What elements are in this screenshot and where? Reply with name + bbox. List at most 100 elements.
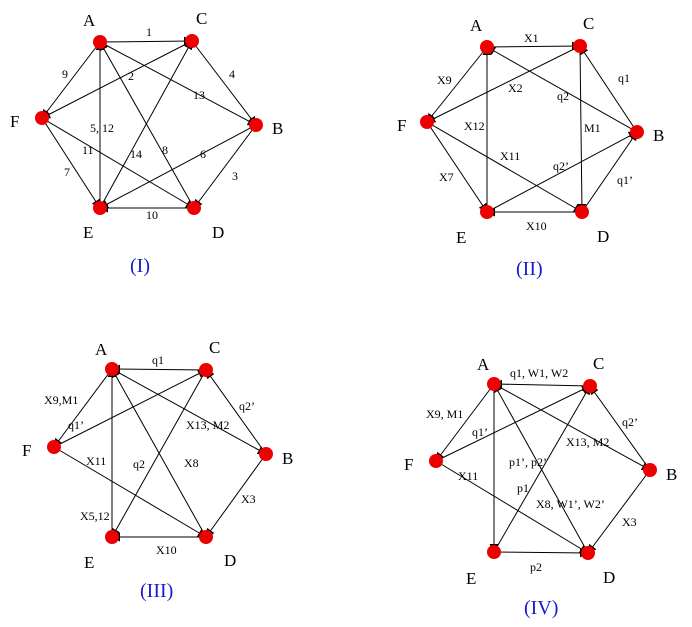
edge-label: q2’ bbox=[239, 399, 255, 413]
edge-label: X12 bbox=[464, 119, 485, 133]
edge-label: X5,12 bbox=[80, 509, 110, 523]
edge-e-b bbox=[486, 131, 638, 213]
node-a bbox=[487, 377, 501, 391]
node-c bbox=[583, 379, 597, 393]
node-label: B bbox=[272, 119, 283, 138]
node-e bbox=[480, 205, 494, 219]
edge-label: p1 bbox=[517, 481, 529, 495]
panel-caption: (I) bbox=[130, 255, 150, 277]
panel-4-edges bbox=[435, 379, 651, 558]
node-label: B bbox=[282, 449, 293, 468]
edge-label: X3 bbox=[241, 492, 256, 506]
node-c bbox=[199, 363, 213, 377]
edge-label: X13, M2 bbox=[566, 435, 609, 449]
node-c bbox=[573, 39, 587, 53]
panel-1-edges bbox=[41, 36, 257, 213]
edge-label: X9, M1 bbox=[426, 407, 463, 421]
edge-a-c bbox=[99, 36, 193, 46]
edge-label: X9,M1 bbox=[44, 393, 78, 407]
edge-f-d bbox=[426, 121, 583, 213]
edge-label: q1’ bbox=[68, 418, 84, 432]
panel-4-node-labels: A C B D E F bbox=[404, 354, 677, 588]
node-f bbox=[47, 440, 61, 454]
node-label: A bbox=[95, 340, 108, 359]
edge-label: X1 bbox=[524, 31, 539, 45]
node-b bbox=[630, 125, 644, 139]
edge-label: X2 bbox=[508, 81, 523, 95]
edge-label: 8 bbox=[162, 143, 168, 157]
edge-label: X7 bbox=[439, 170, 454, 184]
edge-label: 4 bbox=[229, 67, 235, 81]
edge-label: X13, M2 bbox=[186, 418, 229, 432]
edge-c-a bbox=[111, 364, 207, 374]
edge-a-f bbox=[435, 383, 495, 462]
edge-d-a bbox=[99, 41, 195, 209]
edge-c-f bbox=[426, 45, 581, 123]
node-label: A bbox=[470, 16, 483, 35]
node-d bbox=[199, 530, 213, 544]
panel-1-nodes bbox=[35, 34, 263, 215]
node-label: D bbox=[603, 568, 615, 587]
node-d bbox=[575, 205, 589, 219]
edge-label: q1 bbox=[618, 71, 630, 85]
edge-label: X3 bbox=[622, 515, 637, 529]
node-label: F bbox=[404, 455, 413, 474]
edge-label: 1 bbox=[146, 25, 152, 39]
edge-label: q1’ bbox=[617, 173, 633, 187]
panel-2-node-labels: A C B D E F bbox=[397, 14, 664, 247]
node-a bbox=[93, 35, 107, 49]
edge-label: X10 bbox=[526, 219, 547, 233]
panel-2-nodes bbox=[420, 39, 644, 219]
node-label: F bbox=[397, 116, 406, 135]
panel-1-node-labels: A C B D E F bbox=[10, 9, 283, 242]
edge-b-d bbox=[193, 124, 257, 209]
panel-1: A C B D E F 1 2 13 4 3 10 9 7 5, 12 11 1… bbox=[10, 9, 283, 277]
edge-e-c bbox=[99, 40, 193, 209]
edge-label: M1 bbox=[584, 121, 601, 135]
node-d bbox=[581, 546, 595, 560]
edge-b-c bbox=[589, 385, 651, 471]
node-b bbox=[249, 118, 263, 132]
edge-label: 5, 12 bbox=[90, 121, 114, 135]
edge-a-c bbox=[486, 41, 581, 51]
edge-b-c bbox=[579, 45, 638, 133]
edge-c-f bbox=[41, 40, 193, 119]
edge-label: q1, W1, W2 bbox=[510, 366, 568, 380]
panel-4-edge-labels: q1, W1, W2 X9, M1 q2’ q1’ X13, M2 p1’, p… bbox=[426, 366, 638, 574]
panel-2: A C B D E F X1 X9 X2 q2 q1 X12 M1 X11 q2… bbox=[397, 14, 664, 280]
edge-d-b bbox=[581, 131, 638, 213]
edge-a-b bbox=[111, 368, 267, 455]
edge-e-d bbox=[493, 548, 589, 558]
node-label: B bbox=[653, 126, 664, 145]
panel-3: A C B D E F q1 X9,M1 q2’ q1’ X13, M2 X11… bbox=[22, 338, 293, 602]
edge-b-d bbox=[205, 453, 267, 538]
edge-f-e bbox=[426, 121, 488, 213]
edge-f-d bbox=[41, 117, 195, 209]
panel-caption: (IV) bbox=[524, 597, 558, 619]
edge-label: q1 bbox=[152, 353, 164, 367]
node-b bbox=[259, 447, 273, 461]
edge-label: X10 bbox=[156, 543, 177, 557]
edge-f-e bbox=[41, 117, 101, 209]
edge-label: X11 bbox=[458, 469, 478, 483]
edge-b-c bbox=[205, 369, 267, 455]
node-d bbox=[187, 201, 201, 215]
panel-2-edges bbox=[426, 41, 638, 217]
node-label: E bbox=[466, 569, 476, 588]
edge-f-c bbox=[435, 385, 591, 462]
panel-caption: (III) bbox=[140, 580, 173, 602]
edge-label: 9 bbox=[62, 67, 68, 81]
node-e bbox=[93, 201, 107, 215]
panel-3-edges bbox=[53, 364, 267, 542]
edge-label: q2 bbox=[133, 457, 145, 471]
node-label: F bbox=[10, 112, 19, 131]
node-label: A bbox=[477, 355, 490, 374]
panel-3-edge-labels: q1 X9,M1 q2’ q1’ X13, M2 X11 q2 X8 X3 X5… bbox=[44, 353, 256, 557]
edge-label: p1’, p2’ bbox=[509, 455, 547, 469]
panel-1-edge-labels: 1 2 13 4 3 10 9 7 5, 12 11 14 8 6 bbox=[62, 25, 238, 222]
edge-c-d bbox=[577, 45, 587, 213]
edge-label: q2’ bbox=[553, 159, 569, 173]
edge-a-f bbox=[426, 46, 488, 123]
edge-label: 2 bbox=[128, 69, 134, 83]
